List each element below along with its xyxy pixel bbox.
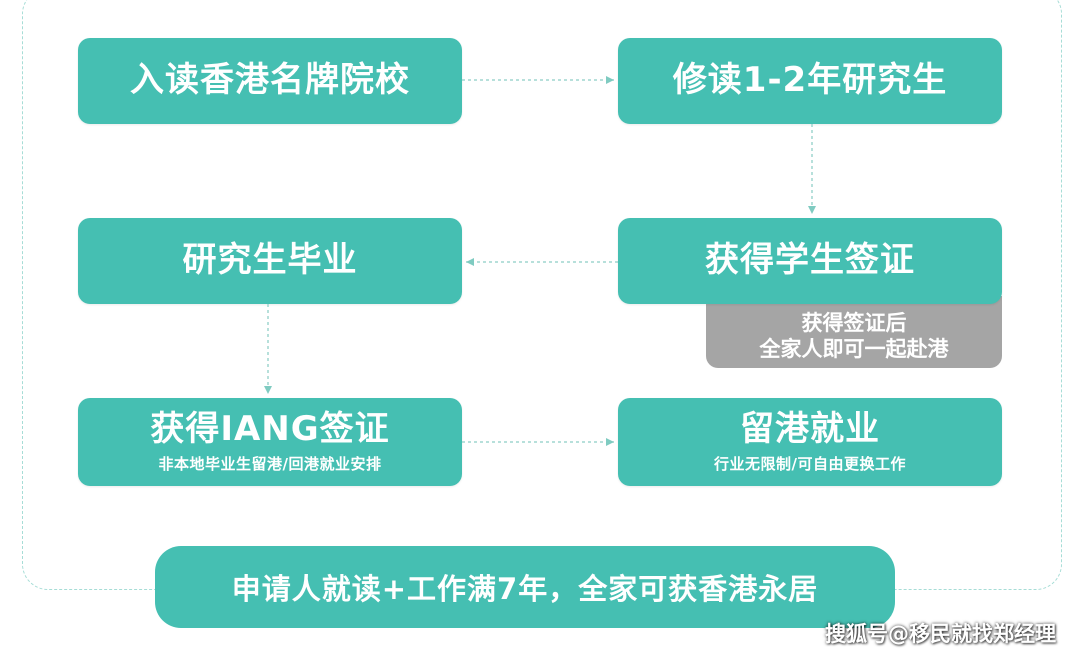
step-label: 获得学生签证	[705, 240, 915, 281]
step-sublabel: 行业无限制/可自由更换工作	[714, 455, 906, 474]
step-sublabel: 非本地毕业生留港/回港就业安排	[158, 455, 382, 474]
step-label: 研究生毕业	[182, 240, 358, 281]
step-iang-visa: 获得IANG签证 非本地毕业生留港/回港就业安排	[78, 398, 462, 486]
step-label: 获得IANG签证	[150, 408, 390, 449]
step-enroll-university: 入读香港名牌院校	[78, 38, 462, 124]
family-note: 获得签证后 全家人即可一起赴港	[706, 296, 1002, 368]
step-label: 入读香港名牌院校	[130, 60, 410, 101]
watermark: 搜狐号@移民就找郑经理	[825, 622, 1056, 646]
note-line-2: 全家人即可一起赴港	[759, 337, 949, 361]
step-student-visa: 获得学生签证	[618, 218, 1002, 304]
step-employment: 留港就业 行业无限制/可自由更换工作	[618, 398, 1002, 486]
step-label: 修读1-2年研究生	[672, 60, 948, 101]
step-label: 留港就业	[740, 408, 880, 449]
permanent-residency-banner: 申请人就读+工作满7年，全家可获香港永居	[155, 546, 895, 628]
step-graduation: 研究生毕业	[78, 218, 462, 304]
step-postgraduate-study: 修读1-2年研究生	[618, 38, 1002, 124]
note-line-1: 获得签证后	[801, 310, 907, 335]
